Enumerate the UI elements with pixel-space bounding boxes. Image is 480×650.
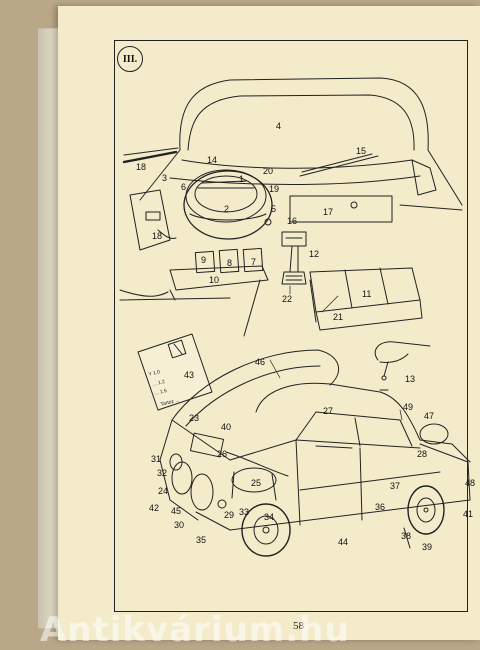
callout-11: 11 (362, 289, 372, 299)
callout-48: 48 (465, 478, 476, 488)
callout-36: 36 (375, 502, 386, 512)
book-page (58, 6, 480, 640)
callout-24: 24 (158, 486, 169, 496)
callout-21: 21 (333, 312, 344, 322)
callout-47: 47 (424, 411, 435, 421)
leader-lines (269, 285, 403, 421)
callout-16: 16 (287, 216, 298, 226)
callout-6: 6 (181, 182, 187, 192)
callout-44: 44 (338, 537, 349, 547)
callout-28: 28 (417, 449, 428, 459)
callout-15: 15 (356, 146, 367, 156)
callout-25: 25 (251, 478, 262, 488)
callout-32: 32 (157, 468, 168, 478)
car-exterior (159, 349, 471, 557)
callout-39: 39 (422, 542, 433, 552)
callout-3: 3 (162, 173, 168, 183)
callout-14: 14 (207, 155, 218, 165)
page-number: 58 (293, 620, 304, 632)
callout-45: 45 (171, 506, 182, 516)
callout-49: 49 (403, 402, 414, 412)
callout-33: 33 (239, 507, 250, 517)
callout-27: 27 (323, 406, 334, 416)
interior-view (119, 77, 463, 337)
callout-41: 41 (463, 509, 474, 519)
callout-18-top: 18 (136, 162, 147, 172)
callout-37: 37 (390, 481, 401, 491)
callout-10: 10 (209, 275, 220, 285)
callout-22: 22 (282, 294, 293, 304)
callout-20: 20 (263, 166, 274, 176)
diagram-frame (114, 40, 468, 612)
tool-card (137, 333, 213, 411)
callout-30: 30 (174, 520, 185, 530)
callout-8: 8 (227, 258, 233, 268)
callout-34: 34 (264, 512, 275, 522)
callout-1: 1 (239, 174, 245, 184)
callout-18-bottom: 18 (152, 231, 163, 241)
callout-19: 19 (269, 184, 280, 194)
callout-23: 23 (189, 413, 200, 423)
callout-29: 29 (224, 510, 235, 520)
hand-with-key (374, 341, 431, 391)
callout-5: 5 (271, 204, 277, 214)
callout-26: 26 (217, 449, 228, 459)
callout-12: 12 (309, 249, 320, 259)
callout-17: 17 (323, 207, 334, 217)
callout-40: 40 (221, 422, 232, 432)
callout-43: 43 (184, 370, 195, 380)
callout-7: 7 (251, 257, 257, 267)
callout-42: 42 (149, 503, 160, 513)
callout-38: 38 (401, 531, 412, 541)
callout-13: 13 (405, 374, 416, 384)
callout-4: 4 (276, 121, 282, 131)
callout-31: 31 (151, 454, 162, 464)
callout-46: 46 (255, 357, 266, 367)
callout-2: 2 (224, 204, 230, 214)
section-badge: III. (117, 46, 143, 72)
callout-35: 35 (196, 535, 207, 545)
watermark: Antikvárium.hu (40, 610, 350, 650)
callout-9: 9 (201, 255, 207, 265)
